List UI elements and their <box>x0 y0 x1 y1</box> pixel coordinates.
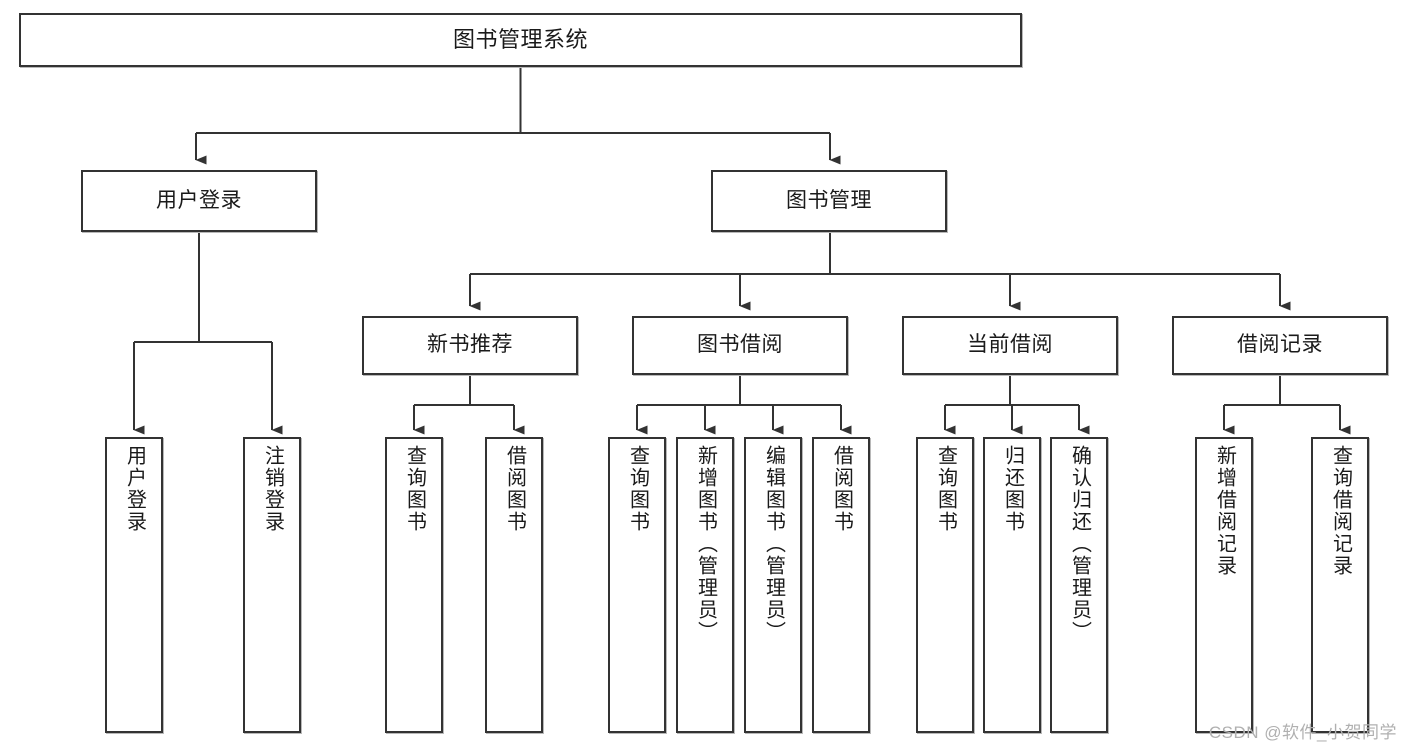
leaf-confirm-return-admin[interactable]: 确认归还（管理员） <box>1050 437 1108 733</box>
node-label: 归还图书 <box>1001 445 1024 533</box>
watermark: CSDN @软件_小贺同学 <box>1208 723 1397 742</box>
node-label: 新增图书（管理员） <box>694 445 717 643</box>
node-new-book-recommend[interactable]: 新书推荐 <box>362 316 578 375</box>
node-label: 确认归还（管理员） <box>1068 445 1091 643</box>
leaf-query-book-borrow[interactable]: 查询图书 <box>608 437 666 733</box>
node-label: 借阅图书 <box>503 445 526 533</box>
node-label: 查询图书 <box>626 445 649 533</box>
node-label: 新书推荐 <box>427 333 513 357</box>
node-label: 用户登录 <box>156 188 242 212</box>
node-label: 查询借阅记录 <box>1329 445 1352 577</box>
node-label: 图书管理系统 <box>452 27 588 53</box>
leaf-borrow-book[interactable]: 借阅图书 <box>812 437 870 733</box>
leaf-add-borrow-record[interactable]: 新增借阅记录 <box>1195 437 1253 733</box>
node-label: 图书管理 <box>786 188 872 212</box>
leaf-query-book-recommend[interactable]: 查询图书 <box>385 437 443 733</box>
node-label: 注销登录 <box>261 445 284 533</box>
node-label: 查询图书 <box>403 445 426 533</box>
node-label: 用户登录 <box>123 445 146 533</box>
leaf-return-book[interactable]: 归还图书 <box>983 437 1041 733</box>
leaf-query-borrow-record[interactable]: 查询借阅记录 <box>1311 437 1369 733</box>
node-label: 借阅记录 <box>1237 333 1323 357</box>
node-borrow-record[interactable]: 借阅记录 <box>1172 316 1388 375</box>
node-label: 查询图书 <box>934 445 957 533</box>
node-label: 编辑图书（管理员） <box>762 445 785 643</box>
node-book-borrow[interactable]: 图书借阅 <box>632 316 848 375</box>
node-user-login[interactable]: 用户登录 <box>81 170 317 232</box>
leaf-borrow-book-recommend[interactable]: 借阅图书 <box>485 437 543 733</box>
node-current-borrow[interactable]: 当前借阅 <box>902 316 1118 375</box>
node-label: 当前借阅 <box>967 333 1053 357</box>
node-book-management[interactable]: 图书管理 <box>711 170 947 232</box>
leaf-add-book-admin[interactable]: 新增图书（管理员） <box>676 437 734 733</box>
node-label: 借阅图书 <box>830 445 853 533</box>
node-book-management-system[interactable]: 图书管理系统 <box>19 13 1022 67</box>
node-label: 图书借阅 <box>697 333 783 357</box>
leaf-edit-book-admin[interactable]: 编辑图书（管理员） <box>744 437 802 733</box>
leaf-user-login[interactable]: 用户登录 <box>105 437 163 733</box>
leaf-query-book-current[interactable]: 查询图书 <box>916 437 974 733</box>
node-label: 新增借阅记录 <box>1213 445 1236 577</box>
leaf-logout[interactable]: 注销登录 <box>243 437 301 733</box>
